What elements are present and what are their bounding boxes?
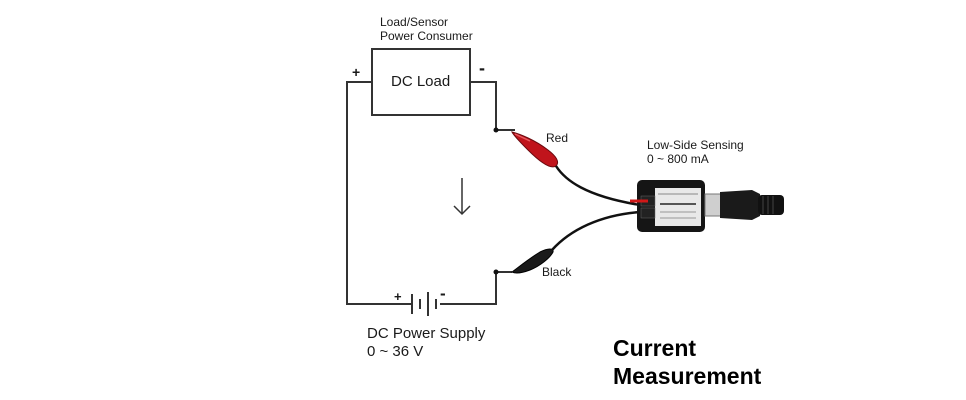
junction-dot-bottom xyxy=(493,269,499,275)
dc-load-box xyxy=(371,48,471,116)
usb-connector-icon xyxy=(704,190,784,220)
black-alligator-clip-icon xyxy=(511,248,554,274)
wire-right-bottom xyxy=(440,271,512,305)
current-direction-arrow-icon xyxy=(453,178,471,216)
sensing-label-line1: Low-Side Sensing xyxy=(647,138,744,152)
junction-dot-top xyxy=(493,127,499,133)
wire-left xyxy=(346,81,412,305)
battery-icon xyxy=(411,292,437,316)
black-lead-wire xyxy=(551,210,641,251)
supply-label-line2: 0 ~ 36 V xyxy=(367,343,424,360)
title-line2: Measurement xyxy=(613,363,762,389)
red-clip-label: Red xyxy=(546,131,569,145)
wire-right-top xyxy=(470,81,515,131)
red-lead-wire xyxy=(554,165,641,207)
sensing-label-line2: 0 ~ 800 mA xyxy=(647,152,709,166)
load-caption-line2: Power Consumer xyxy=(380,29,473,43)
supply-minus-terminal: - xyxy=(440,284,446,303)
load-plus-terminal: + xyxy=(352,64,361,80)
load-caption-line1: Load/Sensor xyxy=(380,15,449,29)
current-sensor-device xyxy=(630,180,705,232)
supply-label-line1: DC Power Supply xyxy=(367,325,486,342)
title-line1: Current xyxy=(613,335,697,361)
load-minus-terminal: - xyxy=(479,58,485,78)
supply-plus-terminal: + xyxy=(394,289,402,304)
black-clip-label: Black xyxy=(542,265,572,279)
dc-load-label: DC Load xyxy=(391,73,451,90)
